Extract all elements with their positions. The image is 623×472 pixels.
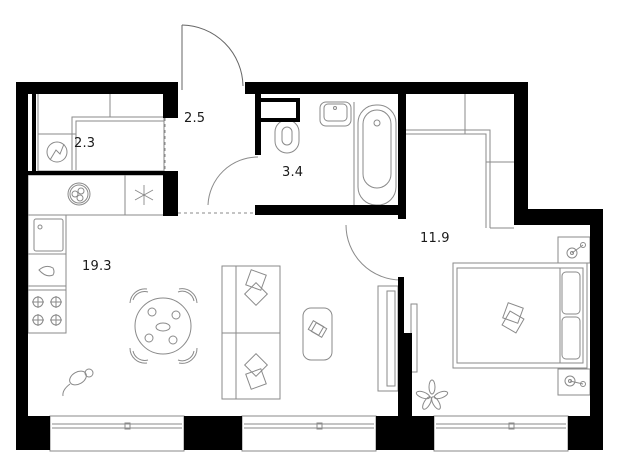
window-bedroom (433, 415, 569, 452)
storage-shelves (37, 92, 165, 172)
sink-bowl-icon (67, 182, 91, 206)
toilet (274, 119, 300, 154)
dining-table (129, 288, 198, 364)
pet-rat-icon (62, 368, 94, 397)
window-living-right (241, 415, 377, 452)
room-area-kitchen-living: 19.3 (82, 259, 112, 274)
room-area-storage: 2.3 (74, 136, 96, 151)
room-area-bathroom: 3.4 (282, 165, 304, 180)
plant-icon (415, 379, 449, 410)
bedroom-wardrobe (405, 94, 514, 229)
electric-panel-icon (46, 141, 68, 163)
room-area-hallway: 2.5 (184, 111, 206, 126)
entrance-door[interactable] (181, 24, 244, 90)
room-area-bedroom: 11.9 (420, 231, 450, 246)
kitchen-counter-left (27, 214, 67, 334)
nightstand-bottom (557, 368, 591, 396)
sink (319, 101, 352, 127)
sofa (221, 265, 281, 400)
bathtub (353, 102, 397, 208)
bed (452, 262, 588, 369)
nightstand-top (557, 236, 591, 264)
fridge-snowflake-icon (134, 185, 154, 205)
bedroom-door[interactable] (345, 224, 402, 281)
bathroom-door[interactable] (207, 156, 259, 206)
stove-icon (32, 296, 62, 326)
walls (16, 82, 603, 450)
coffee-table (302, 307, 333, 361)
tv-stand (377, 285, 399, 392)
window-living-left (49, 415, 185, 452)
hallway-boundary (164, 118, 255, 214)
